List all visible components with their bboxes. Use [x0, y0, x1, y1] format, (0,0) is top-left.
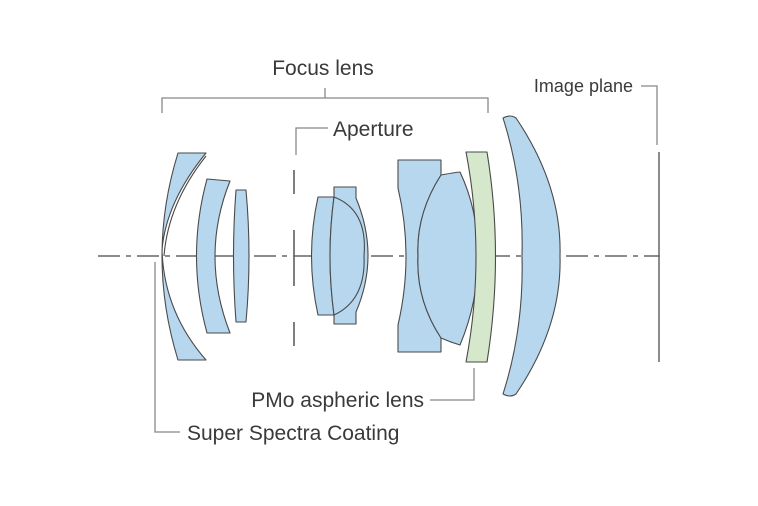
lens-element-5 — [329, 186, 369, 325]
focus-lens-bracket — [161, 88, 489, 113]
pmo-aspheric-element — [465, 151, 497, 363]
image-plane-bracket — [641, 85, 658, 145]
lens-element-2 — [196, 178, 231, 334]
focus-lens-label: Focus lens — [272, 57, 374, 80]
aperture-label: Aperture — [333, 118, 414, 141]
image-plane-label: Image plane — [534, 76, 633, 96]
lens-element-1 — [161, 152, 207, 361]
super-spectra-coating-bracket — [154, 262, 180, 433]
aperture-bracket — [295, 127, 328, 155]
doublet-junction — [333, 196, 365, 316]
lens-element-7 — [417, 171, 479, 346]
pmo-aspheric-label: PMo aspheric lens — [251, 389, 424, 412]
lens-element-3 — [232, 189, 250, 323]
front-coating-curve — [163, 155, 207, 257]
lens-element-9 — [502, 115, 561, 397]
pmo-aspheric-bracket — [430, 368, 475, 401]
super-spectra-coating-label: Super Spectra Coating — [187, 422, 399, 445]
